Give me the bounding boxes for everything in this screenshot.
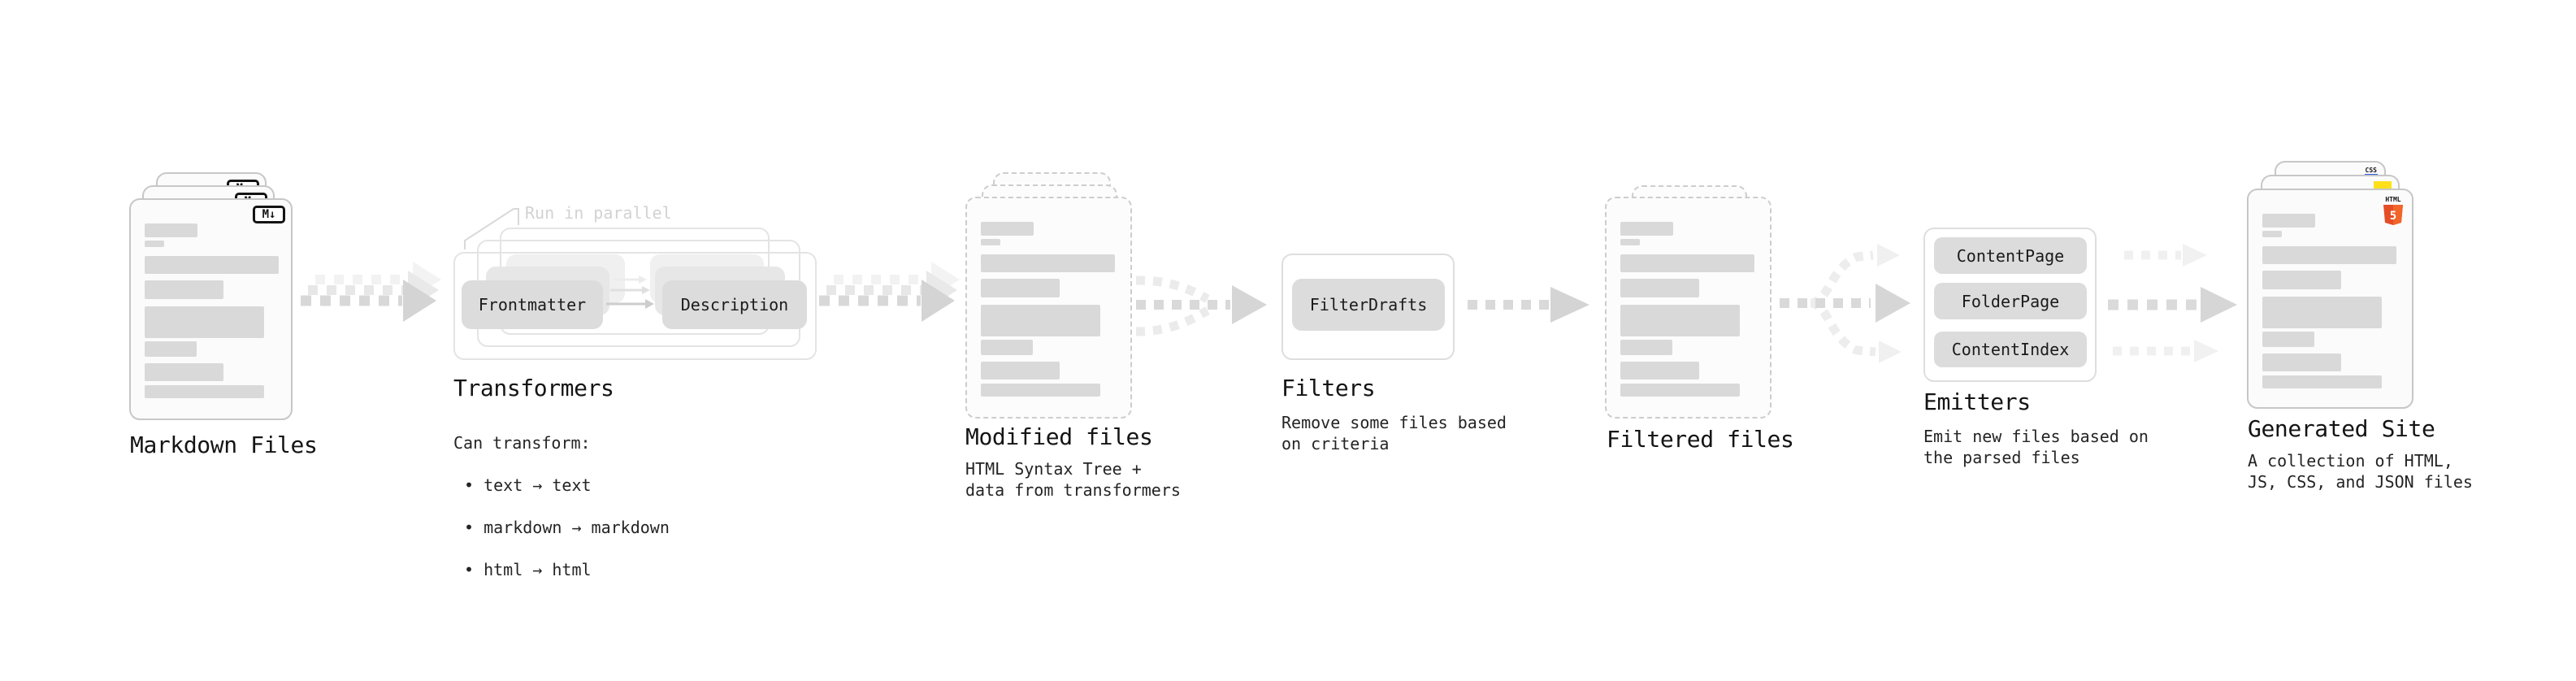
placeholder-bar	[145, 223, 197, 237]
placeholder-bar	[981, 340, 1033, 355]
placeholder-bar	[145, 385, 264, 398]
placeholder-bar	[981, 254, 1115, 272]
filtered-files-label: Filtered files	[1607, 426, 1794, 453]
markdown-badge: M↓	[253, 206, 285, 223]
generated-site-label: Generated Site	[2248, 415, 2435, 442]
modified-files-section	[965, 172, 1136, 424]
markdown-files-section: M↓ M↓ M↓	[129, 172, 300, 424]
placeholder-bar	[1620, 305, 1740, 336]
transformers-desc: Can transform: • text → text • markdown …	[453, 411, 670, 601]
emitters-label: Emitters	[1923, 388, 2031, 415]
transform-bullet: • html → html	[464, 560, 592, 579]
emitter-pill-contentpage: ContentPage	[1934, 237, 2087, 274]
js-badge	[2374, 181, 2392, 190]
file-card-front: M↓	[129, 198, 293, 420]
placeholder-bar	[1620, 239, 1640, 245]
placeholder-bar	[1620, 222, 1673, 236]
generated-site-section: CSS HTML 5	[2247, 161, 2418, 413]
emitter-pill-folderpage: FolderPage	[1934, 283, 2087, 319]
annotation-leader-line	[464, 208, 519, 249]
placeholder-bar	[981, 384, 1100, 397]
placeholder-bar	[1620, 362, 1699, 380]
placeholder-bar	[981, 305, 1100, 336]
placeholder-bar	[145, 341, 197, 357]
placeholder-bar	[145, 256, 279, 274]
transform-bullet: • text → text	[464, 475, 592, 495]
modified-files-label: Modified files	[965, 423, 1153, 450]
placeholder-bar	[145, 241, 164, 247]
placeholder-bar	[2262, 375, 2382, 388]
placeholder-bar	[981, 279, 1060, 297]
transform-bullet: • markdown → markdown	[464, 518, 670, 537]
file-card-front	[965, 197, 1132, 419]
file-card-front	[1605, 197, 1772, 419]
transformer-frame-front	[453, 252, 817, 360]
emitter-pill-contentindex: ContentIndex	[1934, 332, 2087, 367]
markdown-files-label: Markdown Files	[130, 432, 318, 458]
placeholder-bar	[981, 222, 1034, 236]
placeholder-bar	[981, 362, 1060, 380]
merge-arrow-modified-to-filters	[1136, 275, 1267, 336]
placeholder-bar	[2262, 271, 2341, 289]
frontmatter-pill: Frontmatter	[462, 280, 603, 329]
emitters-desc: Emit new files based on the parsed files	[1923, 427, 2149, 467]
placeholder-bar	[2262, 332, 2314, 347]
parallel-arrows	[606, 275, 654, 309]
placeholder-bar	[1620, 279, 1699, 297]
svg-text:HTML: HTML	[2385, 196, 2400, 203]
svg-text:5: 5	[2390, 210, 2396, 223]
placeholder-bar	[1620, 340, 1672, 355]
placeholder-bar	[145, 306, 264, 338]
placeholder-bar	[1620, 384, 1740, 397]
generated-site-desc: A collection of HTML, JS, CSS, and JSON …	[2248, 451, 2473, 492]
placeholder-bar	[981, 239, 1000, 245]
transformers-desc-title: Can transform:	[453, 433, 591, 453]
file-card-front: HTML 5	[2247, 189, 2413, 409]
placeholder-bar	[2262, 246, 2396, 264]
description-pill: Description	[662, 280, 807, 329]
parallel-arrows-emitters-to-site	[2108, 244, 2237, 362]
placeholder-bar	[145, 280, 223, 299]
html5-logo-icon: HTML 5	[2383, 196, 2403, 225]
placeholder-bar	[2262, 354, 2341, 371]
placeholder-bar	[2262, 214, 2315, 228]
transformers-label: Transformers	[453, 375, 614, 401]
placeholder-bar	[2262, 297, 2382, 328]
run-in-parallel-annotation: Run in parallel	[525, 203, 672, 223]
dashed-arrow-transformers-to-modified	[819, 262, 960, 322]
placeholder-bar	[145, 363, 223, 381]
modified-files-desc: HTML Syntax Tree + data from transformer…	[965, 459, 1181, 500]
dashed-arrow-filters-to-filtered	[1468, 287, 1589, 323]
filters-desc: Remove some files based on criteria	[1281, 413, 1507, 453]
filters-label: Filters	[1281, 375, 1376, 401]
fanout-arrow-filtered-to-emitters	[1780, 244, 1910, 363]
filtered-files-section	[1605, 185, 1776, 425]
filterdrafts-pill: FilterDrafts	[1292, 279, 1445, 331]
placeholder-bar	[1620, 254, 1754, 272]
dashed-arrow-markdown-to-transformers	[301, 262, 441, 322]
placeholder-bar	[2262, 231, 2282, 237]
